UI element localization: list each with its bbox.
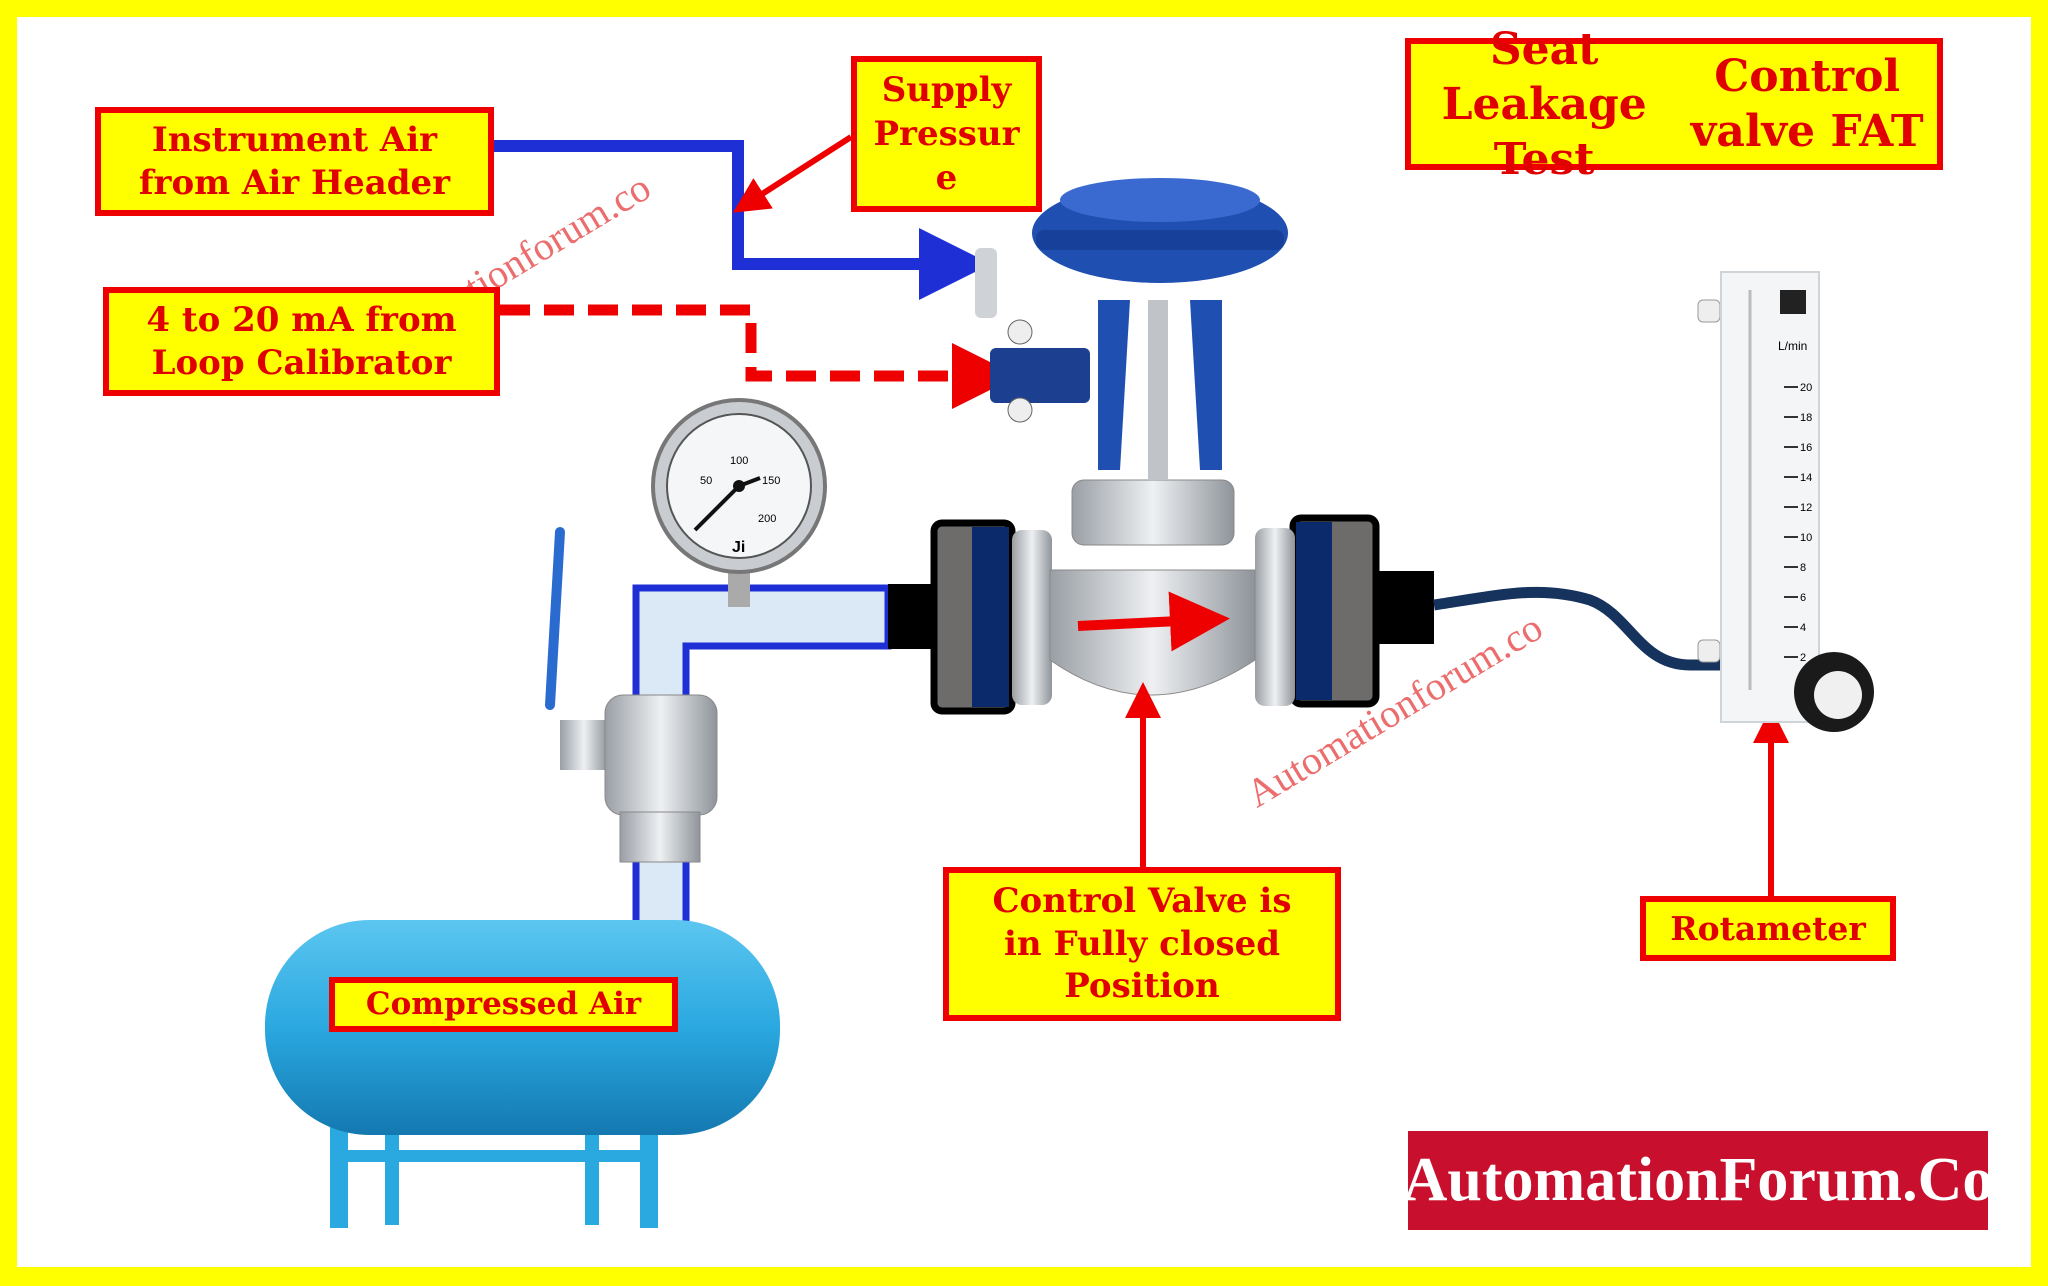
title-box: Seat Leakage Test Control valve FAT: [1405, 24, 1943, 185]
ball-valve-icon: [545, 527, 718, 863]
signal-line: [500, 304, 1018, 409]
rotameter-tick-label: 16: [1800, 442, 1812, 454]
rotameter-tick-label: 10: [1800, 532, 1812, 544]
control-valve-icon: [975, 178, 1295, 706]
supply-pressure-arrow: [732, 134, 853, 213]
svg-text:200: 200: [758, 513, 776, 525]
control-valve-label: Control Valve is in Fully closed Positio…: [943, 867, 1341, 1021]
svg-text:50: 50: [700, 475, 712, 487]
rotameter-tick-label: 6: [1800, 592, 1806, 604]
rotameter-tick-label: 4: [1800, 622, 1806, 634]
rotameter-tick-label: 12: [1800, 502, 1812, 514]
automationforum-logo: AutomationForum.Co: [1403, 1131, 1993, 1230]
loop-calibrator-label: 4 to 20 mA from Loop Calibrator: [103, 287, 500, 396]
rotameter-tick-label: 8: [1800, 562, 1806, 574]
rotameter-label: Rotameter: [1640, 896, 1896, 961]
rotameter-tube: [1433, 586, 1722, 671]
svg-text:L/min: L/min: [1778, 339, 1807, 353]
pressure-gauge-icon: 50 100 150 200 Ji: [651, 398, 827, 607]
instrument-air-label: Instrument Air from Air Header: [95, 107, 494, 216]
compressed-air-label: Compressed Air: [329, 977, 678, 1032]
title-line-2: Control valve FAT: [1690, 51, 1924, 157]
svg-text:150: 150: [762, 475, 780, 487]
rotameter-icon: L/min 20 18 16 14 12 10 8 6 4 2: [1697, 271, 1874, 732]
supply-pressure-label: Supply Pressur e: [851, 56, 1042, 212]
rotameter-tick-label: 2: [1800, 652, 1806, 664]
svg-text:Ji: Ji: [732, 539, 745, 556]
rotameter-tick-label: 18: [1800, 412, 1812, 424]
rotameter-tick-label: 14: [1800, 472, 1812, 484]
rotameter-tick-label: 20: [1800, 382, 1812, 394]
svg-text:100: 100: [730, 455, 748, 467]
title-line-1: Seat Leakage Test: [1441, 23, 1647, 185]
